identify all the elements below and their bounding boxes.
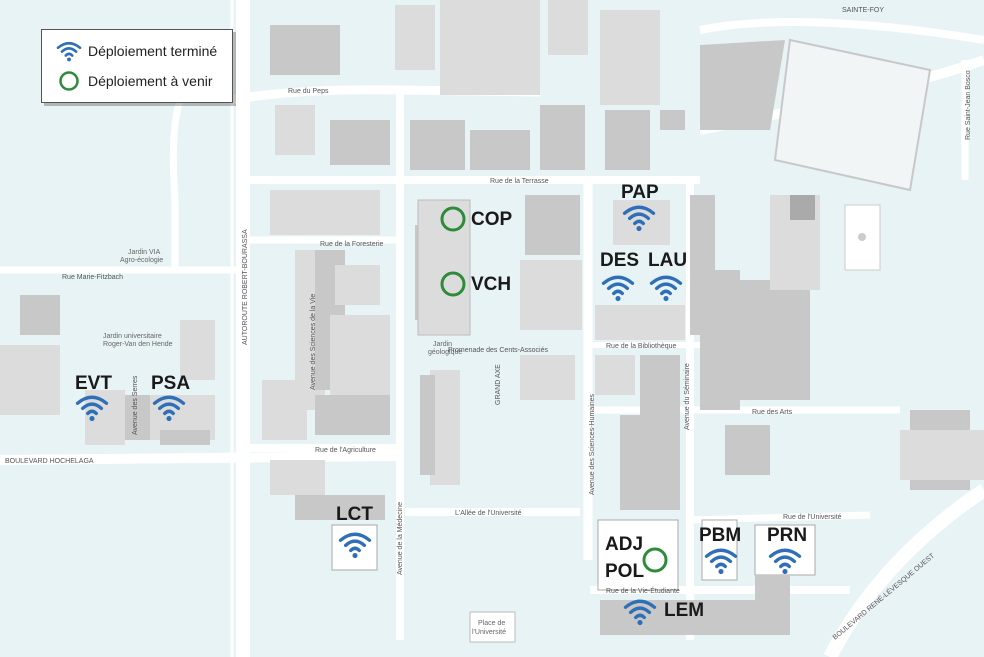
svg-text:SAINTE-FOY: SAINTE-FOY <box>842 7 884 14</box>
svg-text:Rue de la Vie-Étudiante: Rue de la Vie-Étudiante <box>606 586 680 595</box>
circle-icon <box>440 271 466 297</box>
svg-text:Avenue des Sciences-Humaines: Avenue des Sciences-Humaines <box>589 393 596 495</box>
svg-text:BOULEVARD HOCHELAGA: BOULEVARD HOCHELAGA <box>5 458 94 465</box>
building-labels: EVT PSA LCT COP VCH PAP DES LAU ADJ POL … <box>75 182 807 621</box>
svg-text:Jardin universitaire: Jardin universitaire <box>103 333 162 340</box>
svg-text:Avenue du Séminaire: Avenue du Séminaire <box>684 363 691 430</box>
building-label-evt: EVT <box>75 373 112 394</box>
svg-text:Rue de l'Université: Rue de l'Université <box>783 514 842 521</box>
building-label-cop: COP <box>471 209 513 230</box>
building-label-adj: ADJ <box>605 534 643 555</box>
legend-item-done: Déploiement terminé <box>56 40 217 62</box>
svg-text:AUTOROUTE ROBERT-BOURASSA: AUTOROUTE ROBERT-BOURASSA <box>242 229 249 345</box>
building-label-des: DES <box>600 250 639 271</box>
svg-text:Rue de la Bibliothèque: Rue de la Bibliothèque <box>606 343 677 350</box>
svg-text:Jardin: Jardin <box>433 341 452 348</box>
legend-label-done: Déploiement terminé <box>88 43 218 59</box>
building-label-pol: POL <box>605 561 644 582</box>
building-label-psa: PSA <box>151 373 190 394</box>
svg-text:Place de: Place de <box>478 620 505 627</box>
circle-icon <box>59 71 79 91</box>
circle-icon <box>642 547 668 573</box>
svg-text:GRAND AXE: GRAND AXE <box>495 364 502 405</box>
svg-text:Rue du Peps: Rue du Peps <box>288 88 329 95</box>
upcoming-markers <box>440 206 668 573</box>
building-label-vch: VCH <box>471 274 511 295</box>
svg-text:Rue Saint-Jean Bosco: Rue Saint-Jean Bosco <box>965 70 972 140</box>
building-label-lct: LCT <box>336 504 373 525</box>
svg-text:L'Allée de l'Université: L'Allée de l'Université <box>455 510 522 517</box>
svg-text:Roger-Van den Hende: Roger-Van den Hende <box>103 341 173 348</box>
legend-label-upcoming: Déploiement à venir <box>88 73 213 89</box>
place-labels: Jardin VIA Agro-écologie Jardin universi… <box>103 249 506 636</box>
svg-text:Rue Marie-Fitzbach: Rue Marie-Fitzbach <box>62 274 123 281</box>
svg-text:Rue de l'Agriculture: Rue de l'Agriculture <box>315 447 376 454</box>
svg-text:Avenue de la Médecine: Avenue de la Médecine <box>397 502 404 575</box>
legend: Déploiement terminé Déploiement à venir <box>41 29 233 103</box>
svg-text:Rue de la Foresterie: Rue de la Foresterie <box>320 241 384 248</box>
legend-item-upcoming: Déploiement à venir <box>56 70 213 92</box>
buildings <box>0 0 984 643</box>
svg-text:Promenade des Cents-Associés: Promenade des Cents-Associés <box>448 347 548 354</box>
circle-icon <box>440 206 466 232</box>
svg-text:Avenue des Serres: Avenue des Serres <box>132 375 139 435</box>
building-label-pbm: PBM <box>699 525 741 546</box>
svg-text:Agro-écologie: Agro-écologie <box>120 257 163 264</box>
building-label-lau: LAU <box>648 250 687 271</box>
building-label-prn: PRN <box>767 525 807 546</box>
svg-text:Avenue des Sciences de la Vie: Avenue des Sciences de la Vie <box>310 294 317 390</box>
svg-text:l'Université: l'Université <box>472 629 506 636</box>
wifi-icon <box>56 41 82 62</box>
svg-text:Jardin VIA: Jardin VIA <box>128 249 161 256</box>
building-label-pap: PAP <box>621 182 659 203</box>
svg-text:Rue de la Terrasse: Rue de la Terrasse <box>490 178 549 185</box>
building-label-lem: LEM <box>664 600 704 621</box>
svg-text:Rue des Arts: Rue des Arts <box>752 409 793 416</box>
svg-text:géologique: géologique <box>428 349 462 356</box>
